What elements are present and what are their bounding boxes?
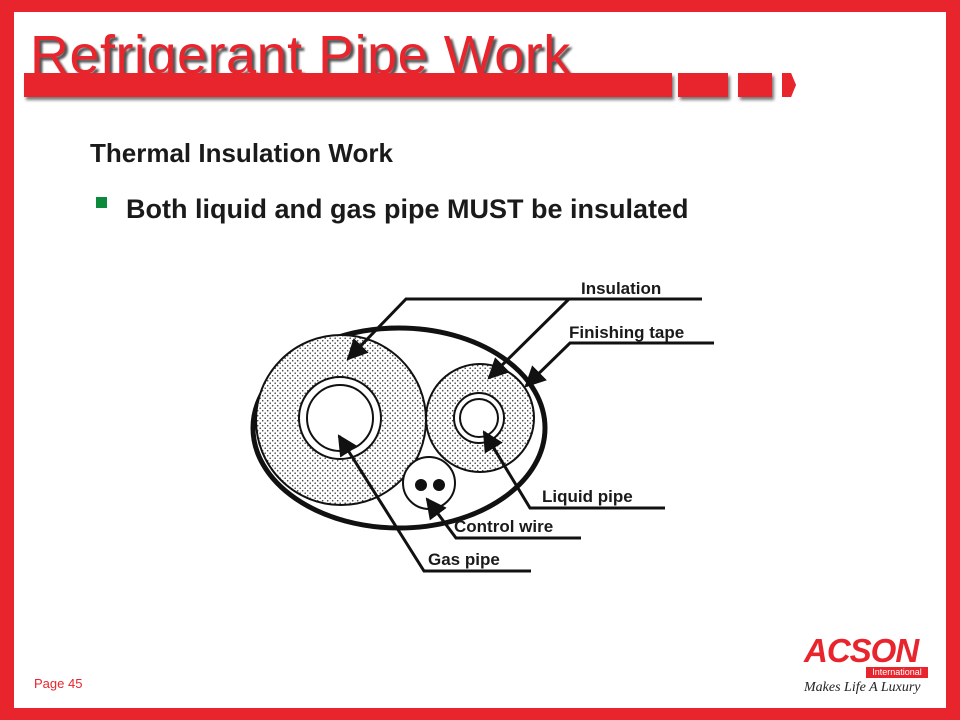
gas-pipe-leader	[337, 434, 531, 573]
title-underline-bar	[24, 73, 672, 97]
logo-tagline: Makes Life A Luxury	[804, 680, 921, 695]
label-finishing-tape: Finishing tape	[569, 323, 684, 342]
title-accent-block-1	[678, 73, 728, 97]
pipe-insulation-diagram: Insulation Finishing tape Liquid pipe Co…	[250, 279, 714, 573]
control-wire-core-1	[415, 479, 427, 491]
label-gas-pipe: Gas pipe	[428, 550, 500, 569]
logo-wordmark: ACSON	[804, 632, 919, 669]
control-wire-core-2	[433, 479, 445, 491]
label-insulation: Insulation	[581, 279, 661, 298]
finishing-tape-leader	[524, 341, 714, 388]
bullet-text: Both liquid and gas pipe MUST be insulat…	[126, 194, 689, 224]
liquid-pipe-leader	[482, 430, 665, 510]
gas-pipe-inner-wall	[306, 384, 374, 452]
title-accent-block-2	[738, 73, 772, 97]
label-control-wire: Control wire	[454, 517, 553, 536]
page-number: Page 45	[34, 676, 83, 691]
insulation-leader	[346, 297, 702, 361]
bullet-square-icon	[96, 197, 107, 208]
liquid-pipe-inner-wall	[459, 398, 499, 438]
title-accent-arrow	[782, 73, 796, 97]
insulation-leader-2	[487, 297, 571, 380]
logo-international-band: International	[866, 667, 928, 678]
slide: Refrigerant Pipe Work Thermal Insulation…	[14, 12, 946, 708]
acson-logo: ACSON International Makes Life A Luxury	[804, 634, 938, 700]
section-subtitle: Thermal Insulation Work	[90, 138, 393, 168]
control-wire-leader	[425, 497, 581, 540]
label-liquid-pipe: Liquid pipe	[542, 487, 633, 506]
